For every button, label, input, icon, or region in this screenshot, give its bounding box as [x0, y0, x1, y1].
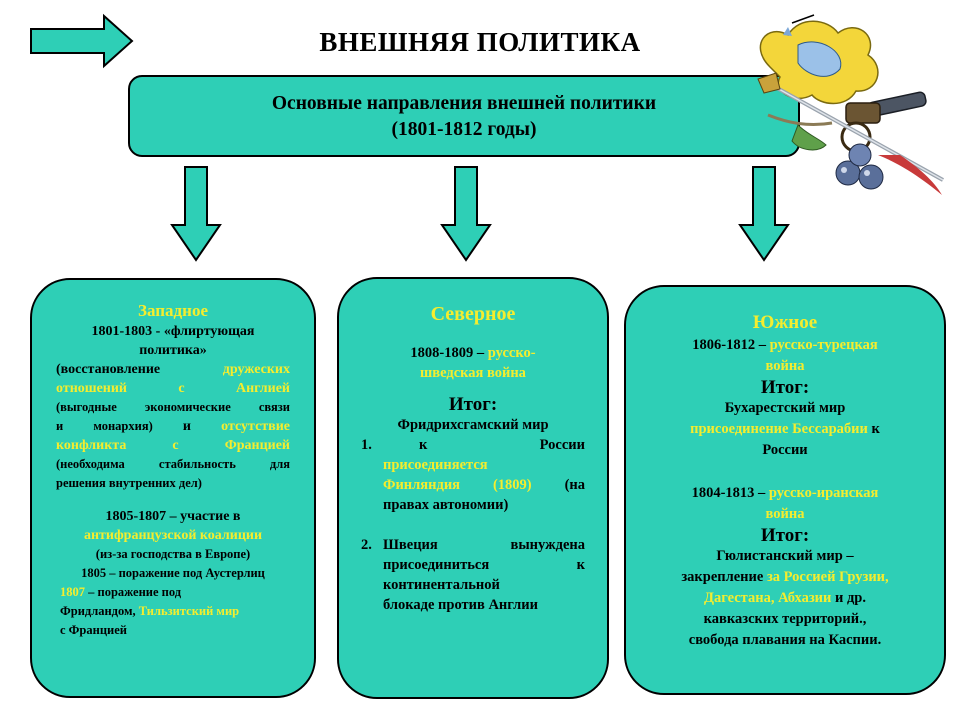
west-line: и монархия) и отсутствие [56, 419, 291, 434]
south-line: свобода плавания на Каспии. [688, 632, 882, 648]
south-line: война [765, 506, 805, 522]
west-line: Фридландом, Тильзитский мир [60, 604, 240, 618]
south-line: 1806-1812 – русско-турецкая [692, 337, 878, 353]
west-direction-panel: Западное 1801-1803 - «флиртующая политик… [30, 278, 316, 698]
west-line: 1807 – поражение под [60, 585, 182, 599]
south-line: Дагестана, Абхазии и др. [704, 590, 866, 606]
south-line: война [765, 358, 805, 374]
west-line: (выгодные экономические связи [56, 400, 290, 414]
south-itog: Итог: [760, 525, 810, 546]
arrow-down-icon [738, 166, 790, 262]
west-line: антифранцузской коалиции [83, 528, 263, 543]
north-treaty: Фридрихсгамский мир [397, 417, 549, 433]
south-line: 1804-1813 – русско-иранская [691, 485, 879, 501]
west-line: с Францией [60, 623, 127, 637]
west-line: 1805-1807 – участие в [105, 509, 241, 524]
west-line: политика» [139, 343, 207, 358]
west-line: (из-за господства в Европе) [95, 547, 251, 561]
north-line: 1808-1809 – русско- [410, 345, 536, 361]
arrow-right-icon [30, 13, 134, 69]
page-title: ВНЕШНЯЯ ПОЛИТИКА [319, 27, 641, 57]
north-item-1: 1. к России присоединяется Финляндия (18… [361, 437, 585, 513]
south-itog: Итог: [760, 377, 810, 398]
weapons-flag-illustration-icon [757, 14, 944, 195]
south-line: России [762, 442, 808, 458]
north-direction-panel: Северное 1808-1809 – русско- шведская во… [337, 277, 609, 699]
south-line: закрепление за Россией Грузии, [681, 569, 889, 585]
north-line: шведская война [420, 365, 526, 381]
west-line: 1805 – поражение под Аустерлиц [81, 566, 265, 580]
south-title: Южное [752, 312, 818, 333]
south-line: кавказских территорий., [703, 611, 867, 627]
south-line: Бухарестский мир [724, 400, 846, 416]
arrow-down-icon [170, 166, 222, 262]
south-direction-panel: Южное 1806-1812 – русско-турецкая война … [624, 285, 946, 695]
west-line: конфликта с Францией [56, 438, 290, 453]
south-line: присоединение Бессарабии к [690, 421, 880, 437]
north-itog: Итог: [448, 394, 498, 415]
west-line: (необходима стабильность для [56, 457, 290, 471]
north-item-1-number: 1. [361, 437, 372, 453]
north-title: Северное [430, 303, 516, 325]
header-line-1: Основные направления внешней политики [271, 93, 657, 114]
south-line: Гюлистанский мир – [716, 548, 854, 564]
west-line: (восстановление дружеских [56, 362, 290, 377]
west-line: решения внутренних дел) [56, 476, 202, 490]
header-line-2: (1801-1812 годы) [391, 119, 537, 140]
north-item-2-number: 2. [361, 537, 372, 553]
north-item-2: 2. Швеция вынуждена присоединиться к кон… [361, 537, 585, 613]
west-title: Западное [138, 301, 208, 320]
west-line: 1801-1803 - «флиртующая [91, 324, 255, 339]
directions-header: Основные направления внешней политики (1… [128, 75, 800, 157]
west-line: отношений с Англией [56, 381, 290, 396]
arrow-down-icon [440, 166, 492, 262]
